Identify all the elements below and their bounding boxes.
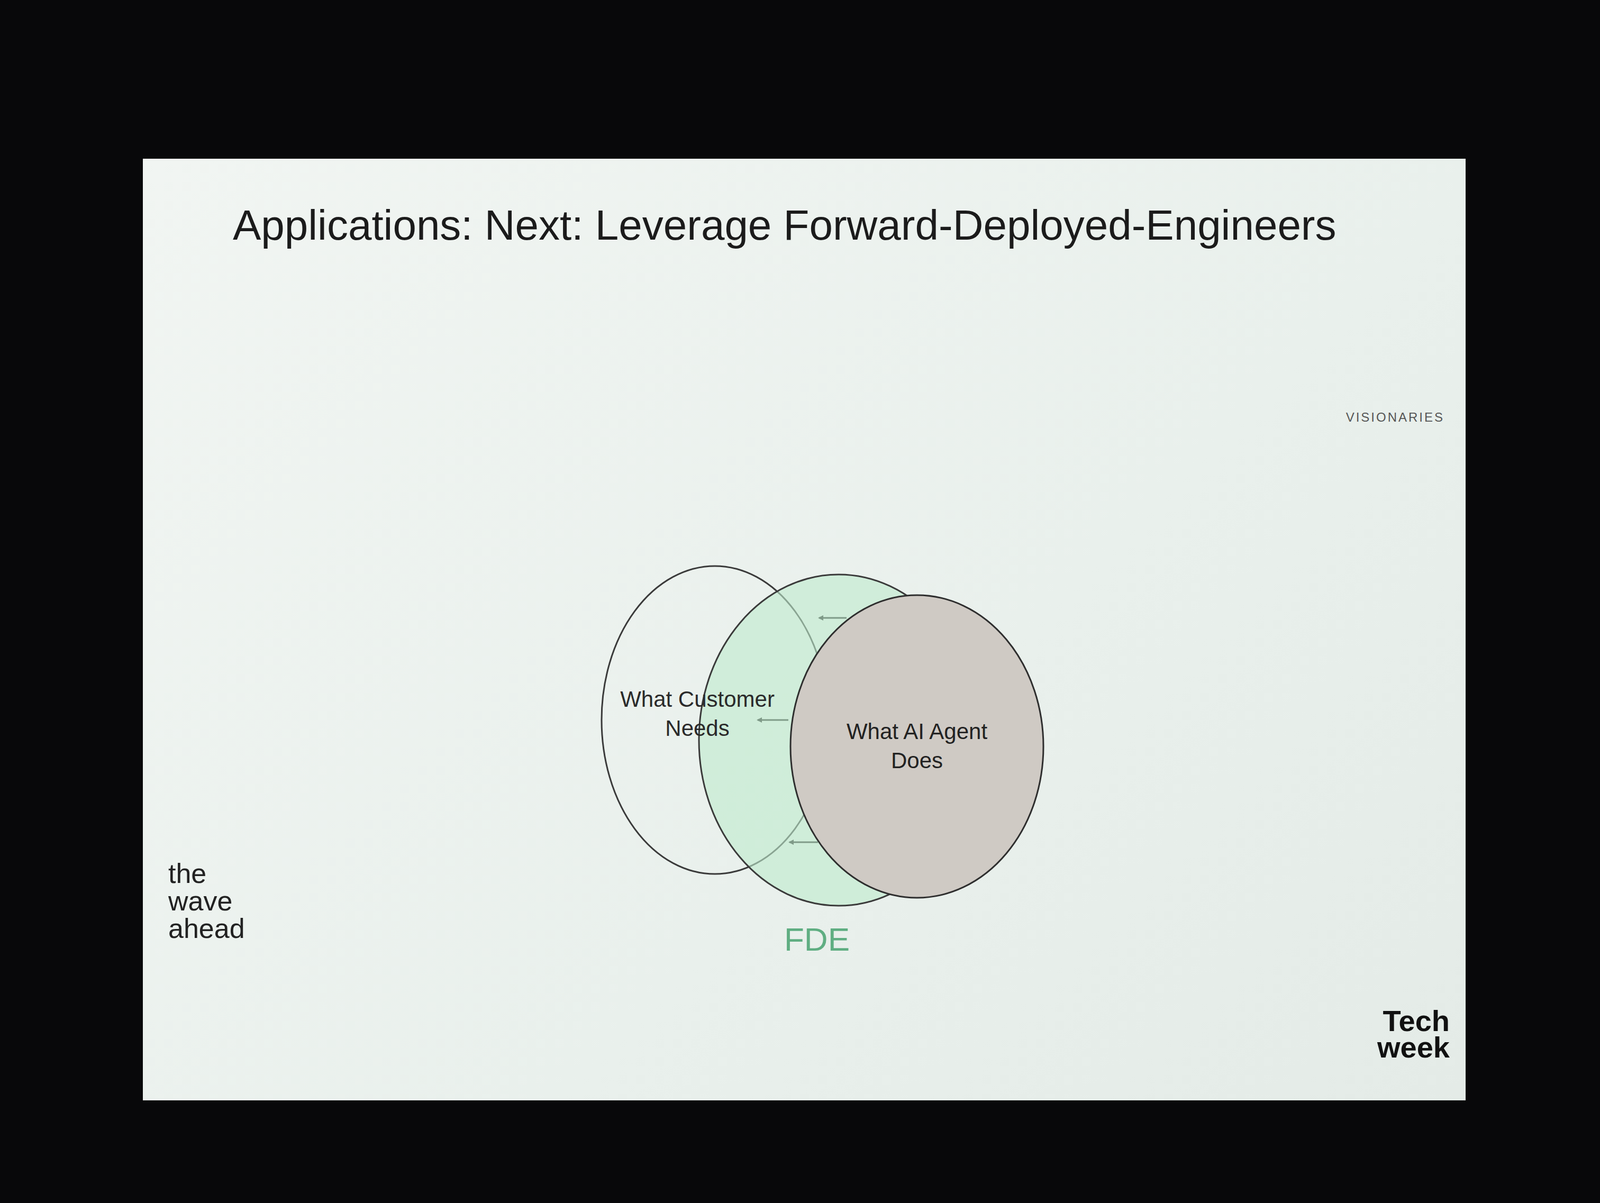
logo-text: Tech week	[1354, 1007, 1450, 1062]
circle-outline	[789, 594, 1045, 899]
slide-title: Applications: Next: Leverage Forward-Dep…	[232, 201, 1337, 250]
circle-label: What AI Agent Does	[837, 717, 997, 776]
watermark: VISIONARIES	[1306, 410, 1445, 426]
circle-label: What Customer Needs	[617, 685, 777, 743]
circle-caption: FDE	[737, 918, 897, 962]
logo-text: the wave ahead	[168, 859, 269, 943]
venn-circle: What AI Agent Does	[789, 594, 1045, 899]
